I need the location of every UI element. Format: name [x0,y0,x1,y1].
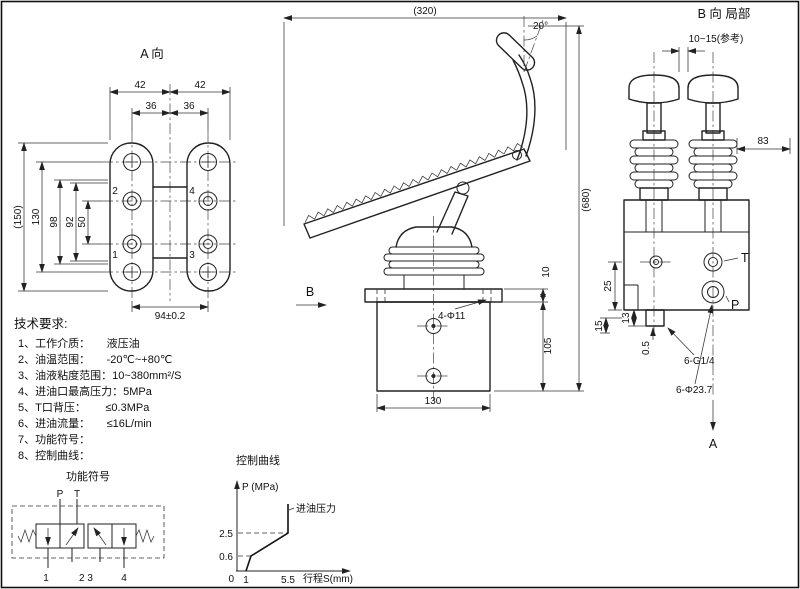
dim-83: 83 [757,136,769,147]
dim-130-base: 130 [425,396,442,407]
symbol-t-label: T [74,489,80,500]
pedal-lever-arm [512,59,528,161]
tech-req-item: 8、控制曲线： [18,448,90,462]
dim-105: 105 [543,337,554,354]
dim-0-5: 0.5 [641,341,652,355]
view-a-dimensions: 42 42 36 36 (150) 130 98 92 50 [13,80,231,322]
drain-port-circle [649,255,663,269]
curve-ytick-25: 2.5 [219,529,233,540]
spring-left-icon [17,528,37,544]
function-symbol-diagram: 功能符号 P T 1 2 3 4 [11,469,165,584]
dim-ref-10-15: 10~15(参考) [689,32,744,45]
pedal-plate [303,148,531,239]
view-a-direction-label: A [709,437,718,451]
pedal-grip [495,32,536,71]
angle-annotation: 20° [523,16,548,73]
dim-50: 50 [77,216,88,228]
dim-150: (150) [13,205,24,228]
dim-10: 10 [541,266,552,278]
curve-series-label: 进油压力 [296,502,336,515]
valve-body-section [623,199,750,327]
dim-36-left: 36 [145,101,157,112]
tech-req-title: 技术要求: [14,317,67,331]
dim-98: 98 [49,216,60,228]
curve-xtick-1: 1 [243,575,249,586]
curve-title: 控制曲线 [236,453,280,467]
symbol-port-4: 4 [121,573,127,584]
view-b-dimensions: 10~15(参考) [662,32,743,72]
view-a: A 向 2 4 1 3 [13,46,238,322]
curve-y-axis-label: P (MPa) [242,482,279,493]
dim-13: 13 [621,312,632,324]
port-circles [122,191,218,254]
symbol-enclosure [11,505,165,559]
control-curve-chart: 控制曲线 P (MPa) 进油压力 2.5 0.6 0 1 5.5 行程S(mm… [219,453,353,586]
bellows-left [629,139,679,201]
valve-flange-right [186,142,231,292]
dim-130: 130 [31,208,42,225]
port-p-label: P [731,298,739,312]
tech-req-item: 4、进油口最高压力：5MPa [18,384,153,398]
view-b-partial: B 向 局部 10~15(参考) [594,6,791,451]
port-label-3: 3 [189,250,195,261]
technical-requirements: 技术要求: 1、工作介质： 液压油 2、油温范围： -20℃~+80℃ 3、油液… [14,317,182,462]
dim-92: 92 [65,216,76,228]
pivot-circle [456,181,470,195]
dim-94: 94±0.2 [155,311,186,322]
curve-xtick-55: 5.5 [281,575,295,586]
dim-42-left: 42 [134,80,146,91]
angle-20: 20° [533,21,548,32]
pedal-side-view: 20° [283,6,592,412]
view-a-title: A 向 [140,46,164,61]
dim-680: (680) [581,188,592,211]
tech-req-item: 1、工作介质： 液压油 [18,336,140,350]
port-t-circle [703,252,723,272]
dim-15: 15 [594,320,605,332]
symbol-port-23: 2 3 [79,573,93,584]
dim-36-right: 36 [183,101,195,112]
tech-req-item: 6、进油流量： ≤16L/min [18,416,152,430]
spring-right-icon [135,528,155,544]
diameter-callout: 6-Φ23.7 [676,385,713,396]
side-view-dimensions: (320) (680) 10 105 130 4-Φ11 B [283,6,592,412]
valve-symbol-squares [35,523,137,549]
port-label-1: 1 [112,250,118,261]
port-label-2: 2 [112,186,118,197]
valve-body [376,301,491,392]
tech-req-item: 2、油温范围： -20℃~+80℃ [18,352,172,366]
valve-flange-left [109,142,154,292]
curve-ytick-06: 0.6 [219,552,233,563]
symbol-port-1: 1 [43,573,49,584]
curve-xtick-0: 0 [228,574,234,585]
view-b-small-dims: 25 13 15 0.5 6-G1/4 6-Φ23.7 83 A [594,136,791,451]
tech-req-item: 5、T口背压： ≤0.3MPa [18,400,150,414]
pedal-serration [304,143,524,223]
view-b-title: B 向 局部 [698,6,751,21]
tech-req-item: 3、油液粘度范围：10~380mm²/S [18,368,182,382]
symbol-p-label: P [57,489,64,500]
bolt-holes [123,153,217,281]
view-b-direction-label: B [306,285,314,299]
dim-42-right: 42 [194,80,206,91]
port-p-circle [701,280,725,304]
dim-320: (320) [413,6,436,17]
port-t-label: T [741,251,749,265]
bellows [383,226,485,290]
dim-25: 25 [603,280,614,292]
function-symbol-title: 功能符号 [66,469,110,483]
port-label-4: 4 [189,186,195,197]
curve-x-axis-label: 行程S(mm) [303,572,353,585]
pressure-curve [245,504,289,572]
tech-req-item: 7、功能符号： [18,432,90,446]
hole-callout-4phi11: 4-Φ11 [438,311,466,322]
